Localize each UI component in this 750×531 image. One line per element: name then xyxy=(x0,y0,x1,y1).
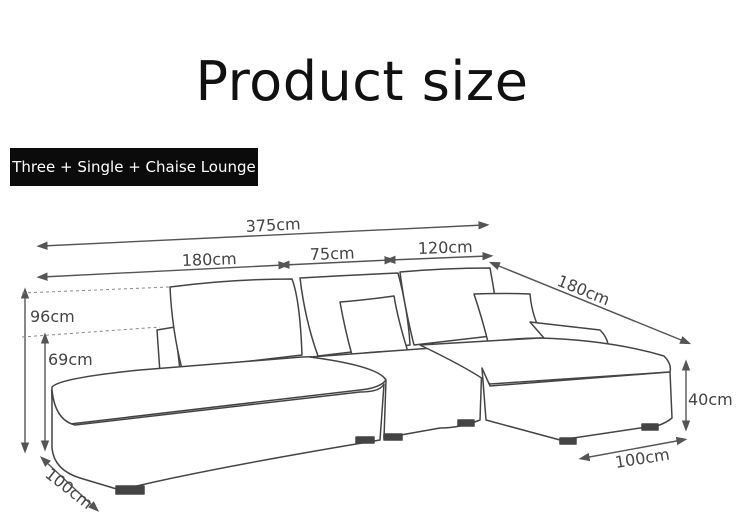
three-seat-length-label: 180cm xyxy=(181,249,237,270)
chaise-length-label: 180cm xyxy=(555,271,613,309)
depth-chaise-line xyxy=(578,436,688,462)
back-cushion-1 xyxy=(169,278,303,370)
total-length-line xyxy=(36,221,490,250)
chaise-length-line xyxy=(488,261,692,345)
total-length-label: 375cm xyxy=(245,214,301,236)
chaise-width-line xyxy=(384,252,494,264)
depth-front-line xyxy=(39,456,100,512)
page-title: Product size xyxy=(195,50,529,113)
arm-height-label: 69cm xyxy=(48,350,93,369)
sofa-outline xyxy=(51,267,673,495)
seat-height-label: 40cm xyxy=(688,390,733,409)
variant-label: Three + Single + Chaise Lounge xyxy=(10,148,258,186)
single-line xyxy=(278,256,396,269)
depth-chaise-label: 100cm xyxy=(614,445,671,472)
three-seat-line xyxy=(36,261,290,281)
back-height-label: 96cm xyxy=(30,307,75,326)
chaise-width-label: 120cm xyxy=(417,237,473,258)
single-length-label: 75cm xyxy=(309,243,354,264)
